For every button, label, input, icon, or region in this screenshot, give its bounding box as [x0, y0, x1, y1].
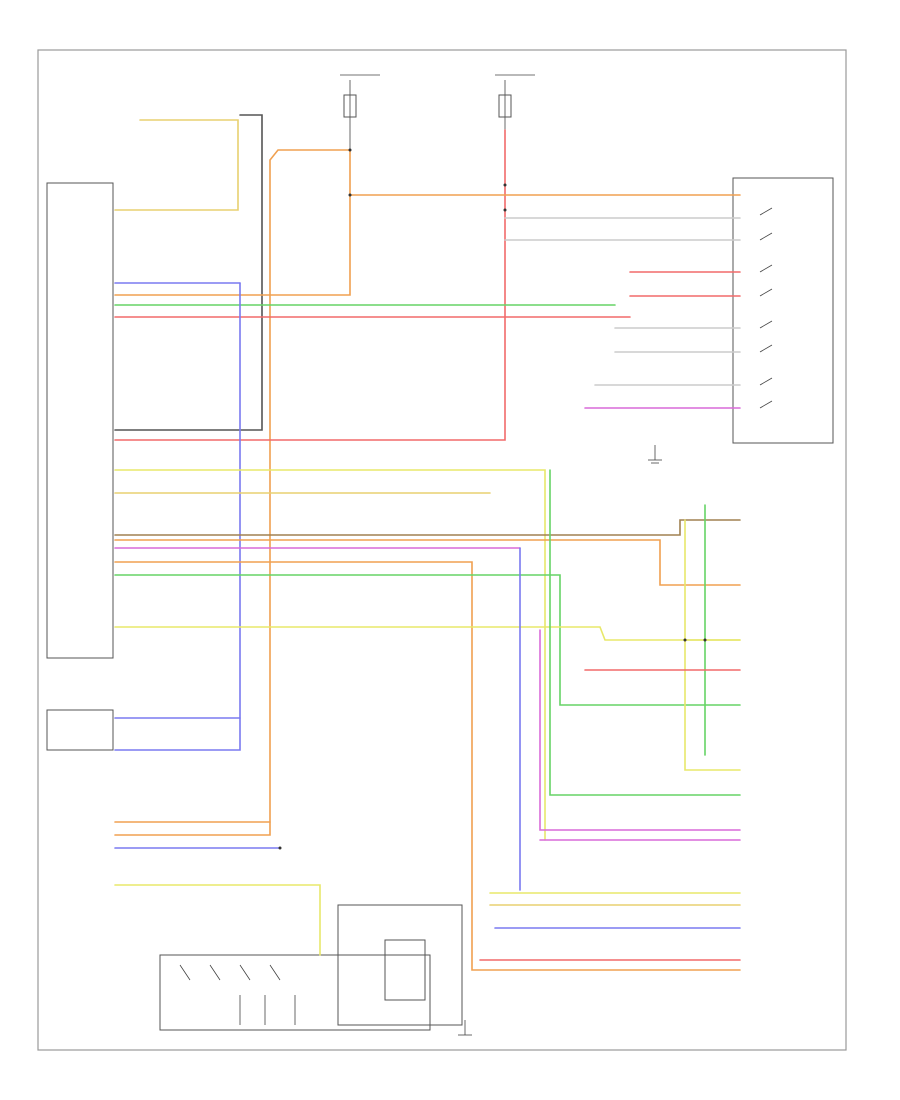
- junction-dots: [278, 148, 707, 850]
- wire-yellow-bottom: [114, 884, 321, 956]
- control-module: [46, 182, 114, 659]
- bottom-panel-switches: [179, 964, 296, 1025]
- wire-dark-top: [114, 114, 263, 431]
- wire-yellow-top: [114, 119, 239, 211]
- diagram-frame: [37, 49, 847, 1051]
- wire-green-right: [549, 469, 741, 796]
- fuse-block-right: [495, 74, 535, 150]
- switch-contacts: [759, 207, 773, 409]
- wire-orange-vertical: [114, 149, 351, 836]
- wire-orange-m2: [114, 561, 741, 971]
- wire-orange-m1: [114, 539, 741, 586]
- bottom-relay: [384, 939, 426, 1001]
- wire-violet-right: [539, 629, 741, 831]
- wire-blue-vertical: [114, 282, 241, 751]
- wire-green-m1: [114, 574, 741, 706]
- ground-symbols: [458, 445, 662, 1036]
- wire-yellow-m1: [114, 469, 546, 841]
- wire-orange-short: [114, 149, 351, 296]
- fuse-block-left: [340, 74, 380, 150]
- wire-yellow-right: [684, 519, 741, 771]
- wire-brown-m1: [114, 519, 741, 536]
- lower-module: [46, 709, 114, 751]
- wire-red-main: [114, 129, 506, 441]
- bottom-switch-panel: [159, 954, 431, 1031]
- wire-yellow-m3: [114, 626, 741, 641]
- switch-assembly: [732, 177, 834, 444]
- bottom-module: [337, 904, 463, 1026]
